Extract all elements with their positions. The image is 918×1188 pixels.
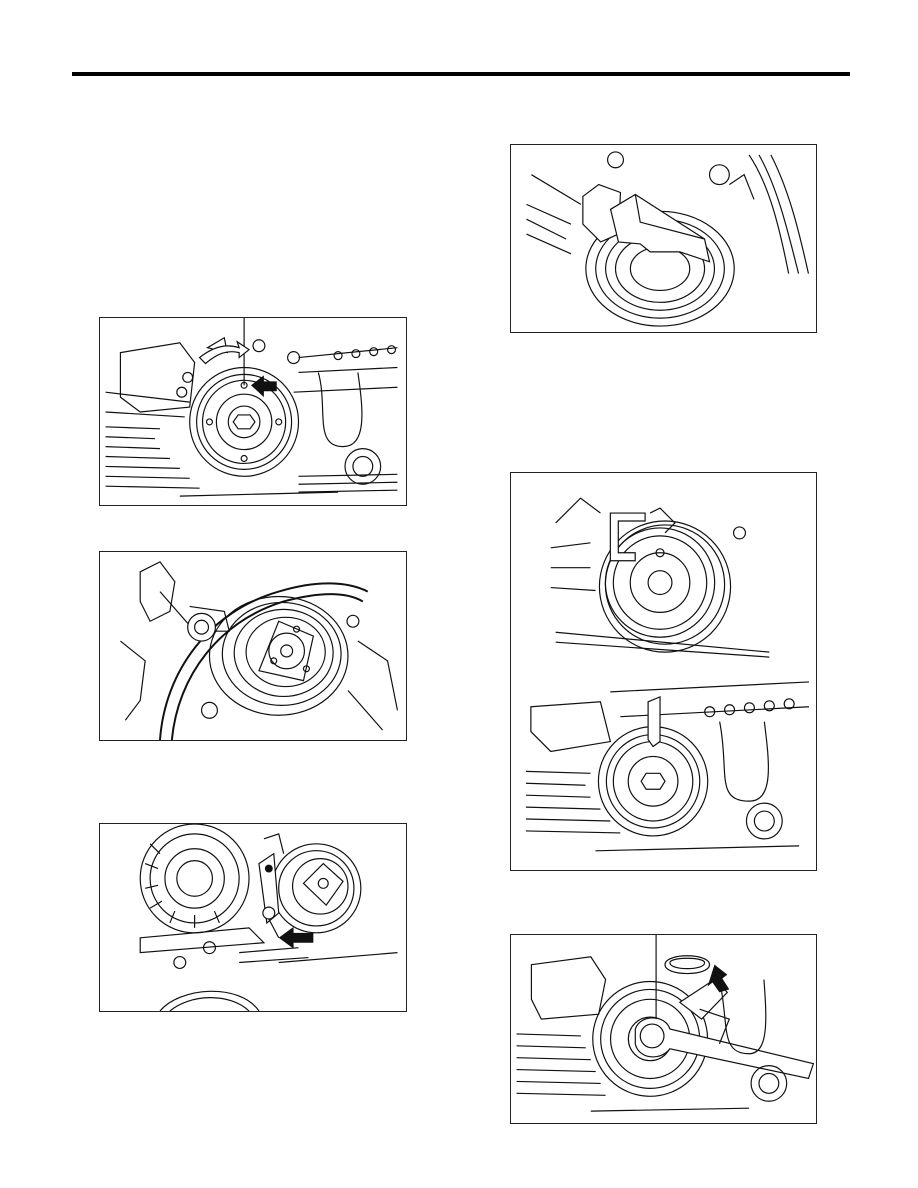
pin-alignment-illustration bbox=[525, 497, 810, 852]
alternator-tensioner-illustration bbox=[139, 824, 398, 1011]
belt-compressor-illustration bbox=[120, 561, 399, 740]
holding-tool-illustration bbox=[526, 151, 810, 327]
crank-bolt-wrench-illustration bbox=[516, 935, 815, 1112]
figure-belt-compressor bbox=[99, 551, 407, 741]
figure-alternator-tensioner bbox=[99, 823, 407, 1012]
figure-pulley-holding-tool bbox=[510, 144, 817, 333]
figure-pulley-pin-alignment bbox=[510, 472, 817, 871]
header-rule bbox=[72, 72, 850, 76]
figure-crank-pulley-rotation bbox=[99, 317, 407, 506]
crank-pulley-illustration bbox=[105, 318, 398, 497]
figure-crank-bolt-wrench bbox=[510, 934, 817, 1124]
